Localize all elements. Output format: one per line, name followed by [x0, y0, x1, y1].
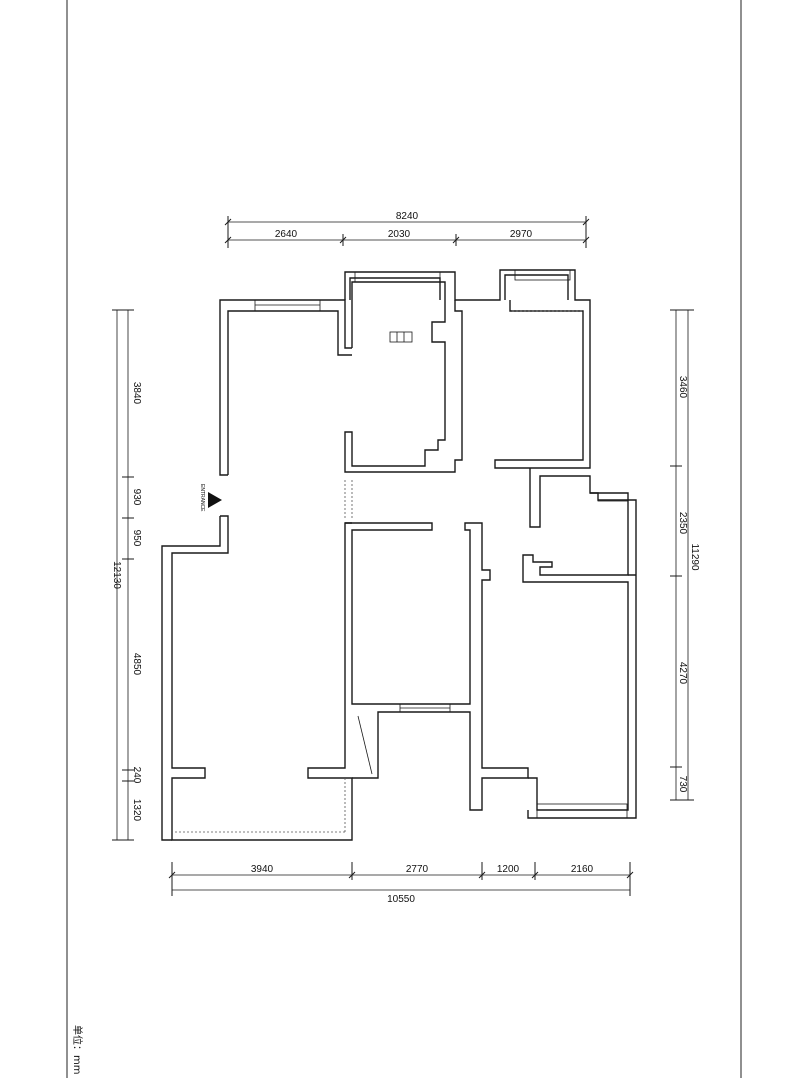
dimension-bottom: [168, 862, 634, 896]
dim-top-seg-1: 2640: [275, 229, 298, 240]
dim-top-total: 8240: [396, 211, 419, 222]
wall-kitchen-bay: [344, 269, 591, 469]
walls: [161, 269, 637, 841]
dim-left-total: 12130: [111, 561, 122, 589]
dimension-right: [670, 309, 694, 801]
wall-kitchen-bay-rail: [349, 274, 569, 300]
dim-left-seg-5: 240: [131, 767, 142, 784]
window-east-bay: [514, 269, 571, 281]
dim-top-seg-3: 2970: [510, 229, 533, 240]
openings: [175, 269, 629, 833]
unit-note: 单位：mm: [71, 1025, 84, 1074]
window-north-west: [254, 299, 321, 312]
dim-left-seg-6: 1320: [131, 799, 142, 822]
wall-east-mid: [522, 468, 629, 811]
stair-step: [389, 331, 413, 343]
dim-right-total: 11290: [689, 543, 700, 571]
wall-west-lower: [171, 515, 353, 841]
dim-bottom-seg-4: 2160: [571, 864, 594, 875]
door-swing-diagonal: [357, 715, 373, 775]
wall-west-upper: [219, 299, 352, 476]
window-south-east: [536, 803, 628, 819]
dim-bottom-seg-3: 1200: [497, 864, 520, 875]
dim-right-seg-4: 730: [677, 776, 688, 793]
dimension-top: [224, 216, 590, 248]
wall-west-lower-outer: [161, 516, 221, 841]
entrance-label: ENTRANCE: [199, 484, 205, 512]
wall-kitchen-inner: [344, 281, 463, 473]
dim-right-seg-2: 2350: [677, 512, 688, 535]
dim-bottom-seg-2: 2770: [406, 864, 429, 875]
dim-bottom-seg-1: 3940: [251, 864, 274, 875]
dim-bottom-total: 10550: [387, 894, 415, 905]
entrance-arrow-icon: [208, 492, 222, 508]
dim-right-seg-3: 4270: [677, 662, 688, 685]
wall-center-bedroom: [345, 522, 529, 811]
dim-left-seg-3: 950: [131, 530, 142, 547]
window-east-small: [597, 492, 629, 502]
wall-east-outer: [527, 492, 637, 819]
wall-west-upper-inner: [227, 310, 352, 475]
dim-left-seg-2: 930: [131, 489, 142, 506]
dim-left-seg-1: 3840: [131, 382, 142, 405]
dim-left-seg-4: 4850: [131, 653, 142, 676]
dim-top-seg-2: 2030: [388, 229, 411, 240]
dimension-left: [112, 309, 134, 841]
window-kitchen-bay: [354, 271, 441, 283]
dim-right-seg-1: 3460: [677, 376, 688, 399]
